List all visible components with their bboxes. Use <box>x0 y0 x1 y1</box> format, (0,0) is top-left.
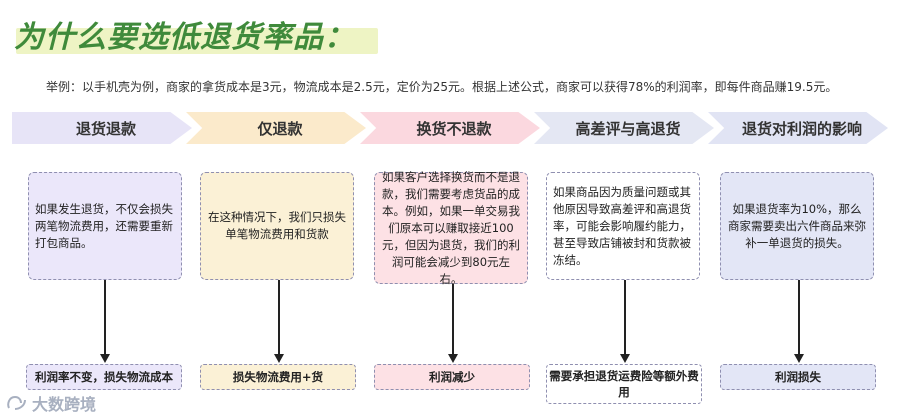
title-area: 为什么要选低退货率品： <box>14 14 378 62</box>
step-header-1: 退货退款 <box>12 112 192 144</box>
step-result-text: 利润率不变，损失物流成本 <box>35 370 173 384</box>
example-text: 举例：以手机壳为例，商家的拿货成本是3元，物流成本是2.5元，定价为25元。根据… <box>46 80 838 94</box>
step-result-text: 损失物流费用+货 <box>232 370 324 384</box>
brand-name: 大数跨境 <box>32 395 97 414</box>
step-result-5: 利润损失 <box>720 364 876 390</box>
flow-arrow-line <box>278 280 280 354</box>
step-header-2: 仅退款 <box>186 112 366 144</box>
arrow-down-icon <box>619 354 630 363</box>
arrow-down-icon <box>273 354 284 363</box>
step-detail-box-5: 如果退货率为10%，那么商家需要卖出六件商品来弥补一单退货的损失。 <box>720 172 874 280</box>
flow-arrow-line <box>798 280 800 354</box>
flow-arrow-line <box>624 280 626 354</box>
step-result-text: 利润减少 <box>429 370 475 384</box>
arrow-down-icon <box>99 354 110 363</box>
page-title: 为什么要选低退货率品： <box>14 20 355 55</box>
step-detail-text: 在这种情况下，我们只损失单笔物流费用和货款 <box>208 210 346 241</box>
step-result-2: 损失物流费用+货 <box>200 364 356 390</box>
flow-arrow-line <box>104 280 106 354</box>
step-result-1: 利润率不变，损失物流成本 <box>26 364 182 390</box>
step-detail-box-4: 如果商品因为质量问题或其他原因导致高差评和高退货率，可能会影响履约能力，甚至导致… <box>546 172 700 280</box>
step-header-label: 退货对利润的影响 <box>741 119 862 138</box>
step-header-label: 退货退款 <box>75 119 136 138</box>
step-header-4: 高差评与高退货 <box>534 112 714 144</box>
arrow-down-icon <box>793 354 804 363</box>
brand-logo: 大数跨境 <box>6 391 96 415</box>
step-detail-box-3: 如果客户选择换货而不是退款，我们需要考虑货品的成本。例如，如果一单交易我们原本可… <box>374 170 528 286</box>
step-detail-box-1: 如果发生退货，不仅会损失两笔物流费用，还需要重新打包商品。 <box>28 172 182 280</box>
step-header-label: 仅退款 <box>257 119 303 138</box>
arrow-down-icon <box>447 354 458 363</box>
step-result-text: 利润损失 <box>775 370 821 384</box>
step-header-label: 高差评与高退货 <box>575 119 681 138</box>
step-header-label: 换货不退款 <box>416 119 492 138</box>
title-highlight <box>16 28 378 54</box>
brand-logo-icon <box>7 395 26 410</box>
step-header-3: 换货不退款 <box>360 112 540 144</box>
step-detail-text: 如果发生退货，不仅会损失两笔物流费用，还需要重新打包商品。 <box>35 201 173 250</box>
step-detail-text: 如果商品因为质量问题或其他原因导致高差评和高退货率，可能会影响履约能力，甚至导致… <box>553 184 691 267</box>
flow-arrow-line <box>452 284 454 354</box>
step-detail-text: 如果退货率为10%，那么商家需要卖出六件商品来弥补一单退货的损失。 <box>728 201 866 250</box>
step-result-3: 利润减少 <box>374 364 530 390</box>
step-header-5: 退货对利润的影响 <box>708 112 888 144</box>
step-result-text: 需要承担退货运费险等额外费用 <box>549 369 699 399</box>
step-detail-box-2: 在这种情况下，我们只损失单笔物流费用和货款 <box>200 172 354 280</box>
step-detail-text: 如果客户选择换货而不是退款，我们需要考虑货品的成本。例如，如果一单交易我们原本可… <box>382 169 520 286</box>
step-result-4: 需要承担退货运费险等额外费用 <box>546 364 702 404</box>
